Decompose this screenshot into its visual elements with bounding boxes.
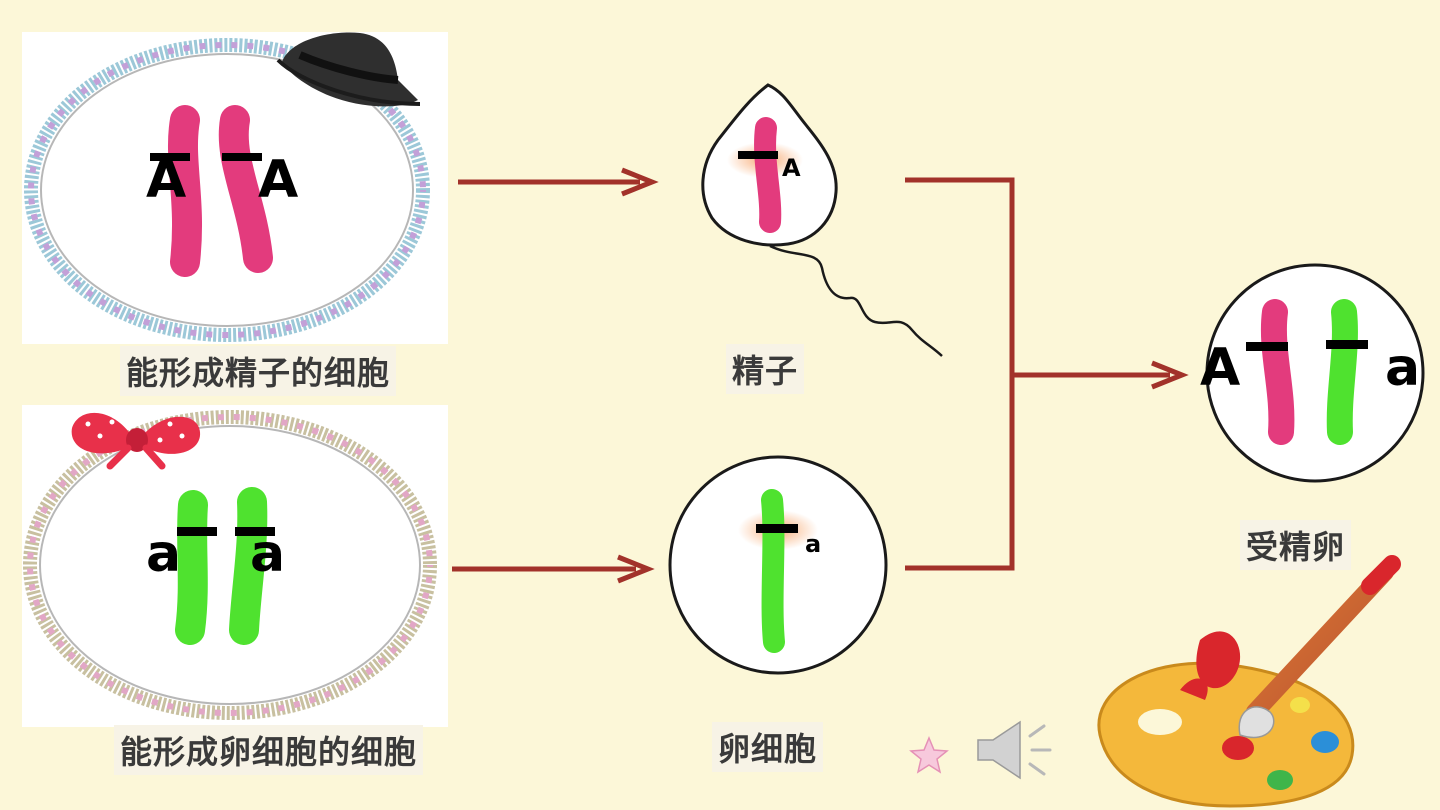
gene-marker (150, 153, 190, 161)
egg-cell (668, 455, 888, 675)
maternal-chromosome-left (175, 490, 208, 645)
paternal-chromosome-right (218, 105, 273, 273)
egg-chromosome (761, 489, 785, 653)
arrow-fertilization-bracket (905, 177, 1189, 571)
allele-sperm-parent-right: A (258, 150, 299, 210)
gene-marker (235, 527, 275, 536)
label-sperm-parent-cell: 能形成精子的细胞 (120, 346, 397, 396)
label-sperm: 精子 (726, 344, 805, 394)
label-egg-parent-cell: 能形成卵细胞的细胞 (114, 725, 424, 775)
zygote-chromosome-paternal (1260, 299, 1295, 445)
paternal-chromosome-left (167, 105, 203, 277)
egg-parent-cell (23, 410, 437, 720)
allele-zygote-left: A (1200, 338, 1241, 398)
bow-icon (71, 412, 201, 470)
star-icon[interactable] (909, 736, 949, 774)
gene-marker (177, 527, 217, 536)
gene-marker (756, 524, 798, 533)
allele-egg-parent-left: a (146, 524, 182, 584)
allele-zygote-right: a (1385, 338, 1421, 398)
zygote-cell (1205, 263, 1425, 483)
arrow-parent-to-sperm (458, 167, 659, 197)
allele-sperm-parent-left: A (146, 150, 187, 210)
gene-marker (1246, 342, 1288, 351)
palette-icon (1097, 555, 1401, 808)
sperm-chromosome (754, 117, 782, 233)
gene-marker (738, 151, 778, 159)
speaker-icon[interactable] (977, 720, 1052, 780)
sperm-cell (701, 83, 943, 357)
label-egg: 卵细胞 (712, 722, 824, 772)
allele-egg-parent-right: a (250, 524, 286, 584)
hat-icon (276, 32, 421, 107)
allele-egg: a (805, 530, 822, 558)
gene-marker (222, 153, 262, 161)
sperm-parent-cell (24, 38, 430, 342)
gene-marker (1326, 340, 1368, 349)
allele-sperm: A (782, 154, 801, 182)
arrow-parent-to-egg (452, 554, 655, 584)
label-zygote: 受精卵 (1240, 520, 1352, 570)
sperm-tail (769, 244, 943, 357)
maternal-chromosome-right (229, 487, 268, 645)
zygote-chromosome-maternal (1326, 299, 1358, 445)
